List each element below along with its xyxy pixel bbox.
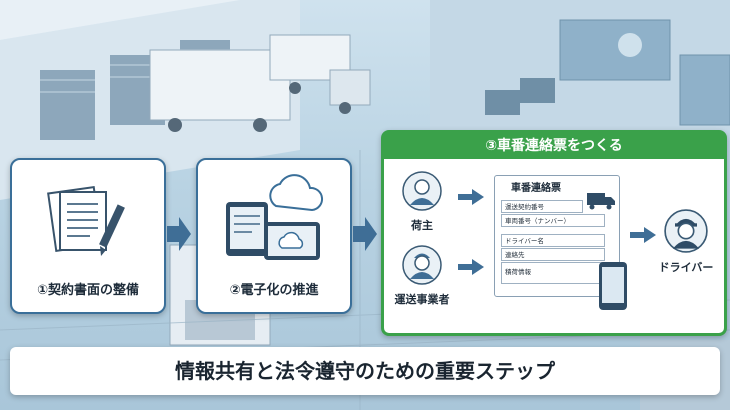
- driver-figure: ドライバー: [656, 209, 716, 275]
- step-label-contract: ①契約書面の整備: [36, 283, 139, 298]
- form-field: ドライバー名: [501, 234, 605, 247]
- shipper-figure: 荷主: [392, 171, 452, 233]
- step-label-digital: ②電子化の推進: [229, 283, 319, 298]
- form-field: 連絡先: [501, 248, 605, 261]
- documents-icon: [47, 185, 125, 256]
- driver-label: ドライバー: [658, 261, 714, 274]
- step-card-contract: ①契約書面の整備: [10, 158, 166, 314]
- carrier-figure: 運送事業者: [392, 245, 452, 307]
- arrow-right-icon: [458, 189, 484, 205]
- form-field: 積荷情報: [501, 262, 605, 284]
- arrow-right-icon: [167, 217, 191, 251]
- smartphone-icon: [599, 262, 627, 310]
- footer-banner: 情報共有と法令遵守のための重要ステップ: [10, 347, 720, 395]
- step-panel-vehicle-form: ③車番連絡票をつくる 荷主 運送事業者: [381, 130, 727, 336]
- worker-icon: [402, 245, 442, 285]
- arrow-right-icon: [630, 227, 656, 243]
- truck-icon: [587, 193, 615, 210]
- panel-title: ③車番連絡票をつくる: [384, 133, 724, 159]
- form-title: 車番連絡票: [511, 183, 561, 194]
- step-card-digital: ②電子化の推進: [196, 158, 352, 314]
- shipper-label: 荷主: [411, 219, 433, 232]
- driver-icon: [664, 209, 708, 253]
- arrow-right-icon: [458, 259, 484, 275]
- form-field: 車両番号（ナンバー）: [501, 214, 605, 227]
- person-icon: [402, 171, 442, 211]
- carrier-label: 運送事業者: [394, 293, 450, 306]
- form-field: 運送契約番号: [501, 200, 583, 213]
- arrow-right-icon: [353, 217, 377, 251]
- cloud-devices-icon: [226, 174, 324, 260]
- vehicle-number-form: 車番連絡票 運送契約番号 車両番号（ナンバー） ドライバー名 連絡先 積荷情報: [494, 175, 620, 297]
